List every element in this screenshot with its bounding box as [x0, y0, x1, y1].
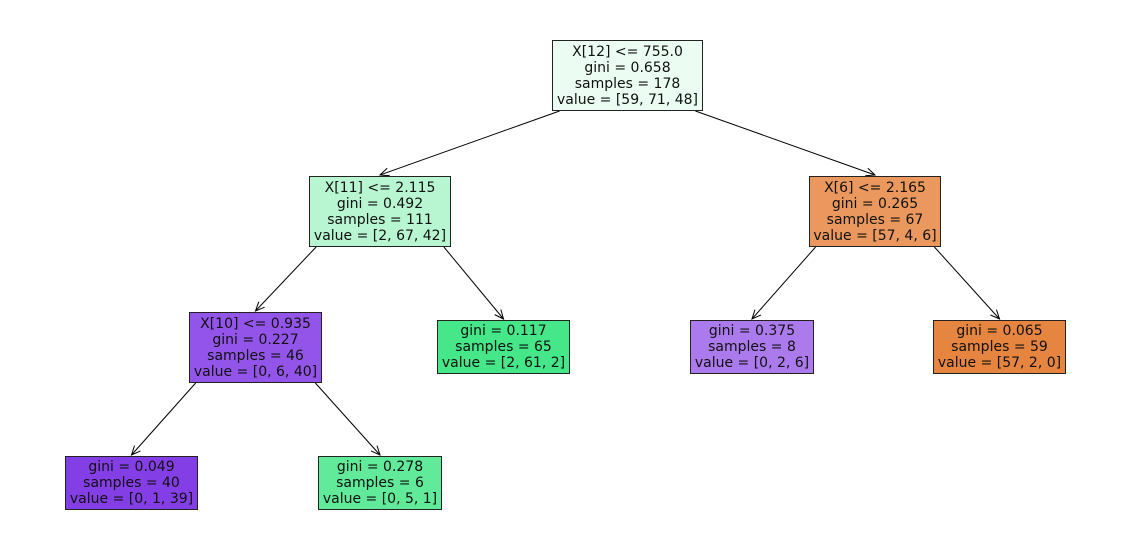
- edge-n2-n5: [751, 246, 816, 320]
- node-text-line: value = [0, 6, 40]: [193, 363, 318, 380]
- node-text-line: gini = 0.658: [584, 59, 671, 76]
- node-text-line: gini = 0.117: [460, 323, 547, 339]
- node-text-line: samples = 178: [574, 75, 681, 92]
- node-text-line: value = [0, 2, 6]: [694, 355, 810, 371]
- node-text-line: X[11] <= 2.115: [324, 179, 436, 196]
- node-text-line: samples = 40: [83, 475, 180, 491]
- node-text-line: value = [57, 4, 6]: [813, 227, 937, 244]
- node-text-line: samples = 8: [708, 339, 796, 355]
- edge-n0-n2: [695, 110, 877, 177]
- node-text-line: X[12] <= 755.0: [572, 43, 683, 60]
- node-text-line: samples = 59: [951, 339, 1048, 355]
- node-text-line: value = [57, 2, 0]: [937, 355, 1062, 371]
- node-text-line: gini = 0.065: [956, 323, 1043, 339]
- edge-n1-n3: [254, 246, 317, 312]
- node-text-line: value = [2, 67, 42]: [313, 227, 447, 244]
- edge-n3-n7: [130, 382, 197, 456]
- node-text-line: value = [0, 5, 1]: [322, 491, 438, 507]
- node-text-line: gini = 0.227: [212, 331, 299, 348]
- node-text-line: value = [59, 71, 48]: [556, 91, 699, 108]
- edge-n1-n4: [443, 246, 505, 320]
- node-text-line: value = [2, 61, 2]: [441, 355, 566, 371]
- node-text-line: gini = 0.492: [336, 195, 424, 212]
- node-text-line: samples = 65: [455, 339, 552, 355]
- node-text-line: value = [0, 1, 39]: [69, 491, 194, 507]
- edge-n3-n8: [314, 382, 381, 456]
- node-text-line: samples = 67: [826, 211, 924, 228]
- node-text-line: samples = 46: [207, 347, 304, 364]
- node-text-line: samples = 111: [327, 211, 433, 228]
- node-text-line: gini = 0.049: [88, 459, 175, 475]
- edge-n0-n1: [378, 110, 560, 177]
- node-text-line: X[10] <= 0.935: [200, 315, 311, 332]
- node-text-line: gini = 0.375: [708, 323, 796, 339]
- node-text-line: gini = 0.278: [336, 459, 424, 475]
- node-text-line: samples = 6: [336, 475, 424, 491]
- edge-n2-n6: [934, 246, 1001, 320]
- node-text-line: gini = 0.265: [831, 195, 919, 212]
- node-text-line: X[6] <= 2.165: [824, 179, 926, 196]
